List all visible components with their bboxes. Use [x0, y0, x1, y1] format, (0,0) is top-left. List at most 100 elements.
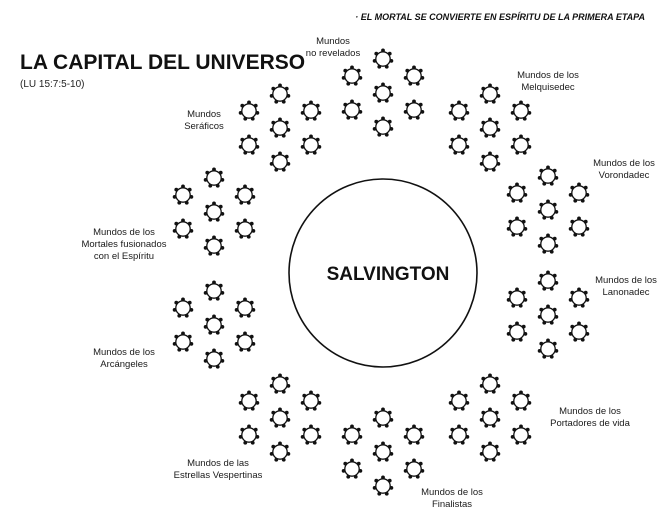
satellite-dot: [220, 178, 225, 182]
satellite-dot: [286, 418, 291, 422]
satellite-dot: [278, 407, 282, 412]
cluster-portadores-de-vida: [448, 373, 532, 462]
satellite-dot: [253, 103, 258, 108]
satellite-dot: [246, 200, 251, 205]
satellite-dot: [300, 111, 305, 115]
satellite-dot: [508, 185, 513, 190]
satellite-dot: [521, 324, 526, 329]
satellite-dot: [491, 133, 496, 138]
satellite-dot: [537, 210, 542, 214]
world-sphere: [448, 424, 470, 445]
tagline: · EL MORTAL SE CONVIERTE EN ESPÍRITU DE …: [355, 12, 645, 22]
satellite-dot: [343, 68, 348, 73]
satellite-dot: [205, 238, 210, 243]
satellite-dot: [381, 116, 385, 121]
satellite-dot: [203, 246, 208, 250]
satellite-dot: [488, 441, 492, 446]
satellite-dot: [274, 457, 279, 462]
satellite-dot: [255, 111, 260, 115]
satellite-dot: [389, 452, 394, 456]
world-sphere: [537, 338, 559, 359]
world-sphere: [506, 321, 528, 342]
satellite-dot: [481, 410, 486, 415]
satellite-dot: [300, 401, 305, 405]
satellite-dot: [372, 127, 377, 131]
satellite-dot: [515, 287, 519, 292]
satellite-dot: [570, 219, 575, 224]
world-sphere: [372, 407, 394, 428]
satellite-dot: [274, 133, 279, 138]
world-sphere: [300, 424, 322, 445]
satellite-dot: [552, 341, 557, 346]
satellite-dot: [512, 137, 517, 142]
satellite-dot: [412, 424, 416, 429]
satellite-dot: [286, 452, 291, 456]
cluster-vorondadec: [506, 165, 590, 254]
world-sphere: [506, 216, 528, 237]
satellite-dot: [274, 99, 279, 104]
satellite-dot: [269, 128, 274, 132]
satellite-dot: [577, 216, 581, 221]
satellite-dot: [522, 406, 527, 411]
satellite-dot: [177, 234, 182, 239]
world-sphere: [238, 134, 260, 155]
satellite-dot: [189, 195, 194, 199]
satellite-dot: [510, 435, 515, 439]
satellite-dot: [521, 290, 526, 295]
satellite-dot: [552, 307, 557, 312]
satellite-dot: [181, 218, 185, 223]
satellite-dot: [247, 390, 251, 395]
world-sphere: [448, 390, 470, 411]
satellite-dot: [253, 427, 258, 432]
satellite-dot: [353, 115, 358, 120]
satellite-dot: [309, 134, 313, 139]
satellite-dot: [239, 347, 244, 352]
cluster-arcangeles: [172, 280, 256, 369]
satellite-dot: [249, 300, 254, 305]
satellite-dot: [278, 373, 282, 378]
satellite-dot: [236, 187, 241, 192]
satellite-dot: [552, 202, 557, 207]
satellite-dot: [249, 221, 254, 226]
satellite-dot: [250, 150, 255, 155]
satellite-dot: [212, 280, 216, 285]
label-line: no revelados: [306, 48, 361, 59]
satellite-dot: [238, 435, 243, 439]
world-sphere: [234, 184, 256, 205]
satellite-dot: [177, 347, 182, 352]
satellite-dot: [522, 440, 527, 445]
satellite-dot: [479, 452, 484, 456]
satellite-dot: [286, 162, 291, 166]
satellite-dot: [389, 93, 394, 97]
satellite-dot: [353, 474, 358, 479]
world-sphere: [203, 280, 225, 301]
satellite-dot: [523, 227, 528, 231]
satellite-dot: [408, 81, 413, 86]
satellite-dot: [511, 198, 516, 203]
satellite-dot: [481, 376, 486, 381]
satellite-dot: [208, 251, 213, 256]
satellite-dot: [300, 435, 305, 439]
satellite-dot: [372, 418, 377, 422]
satellite-dot: [208, 330, 213, 335]
satellite-dot: [309, 390, 313, 395]
page-title: LA CAPITAL DEL UNIVERSO: [20, 51, 305, 74]
satellite-dot: [312, 116, 317, 121]
satellite-dot: [453, 406, 458, 411]
satellite-dot: [187, 221, 192, 226]
satellite-dot: [381, 407, 385, 412]
satellite-dot: [251, 195, 256, 199]
satellite-dot: [387, 444, 392, 449]
satellite-dot: [387, 85, 392, 90]
satellite-dot: [457, 390, 461, 395]
satellite-dot: [271, 120, 276, 125]
satellite-dot: [384, 64, 389, 69]
satellite-dot: [346, 115, 351, 120]
satellite-dot: [554, 176, 559, 180]
satellite-dot: [315, 427, 320, 432]
satellite-dot: [512, 103, 517, 108]
satellite-dot: [305, 440, 310, 445]
satellite-dot: [203, 291, 208, 295]
